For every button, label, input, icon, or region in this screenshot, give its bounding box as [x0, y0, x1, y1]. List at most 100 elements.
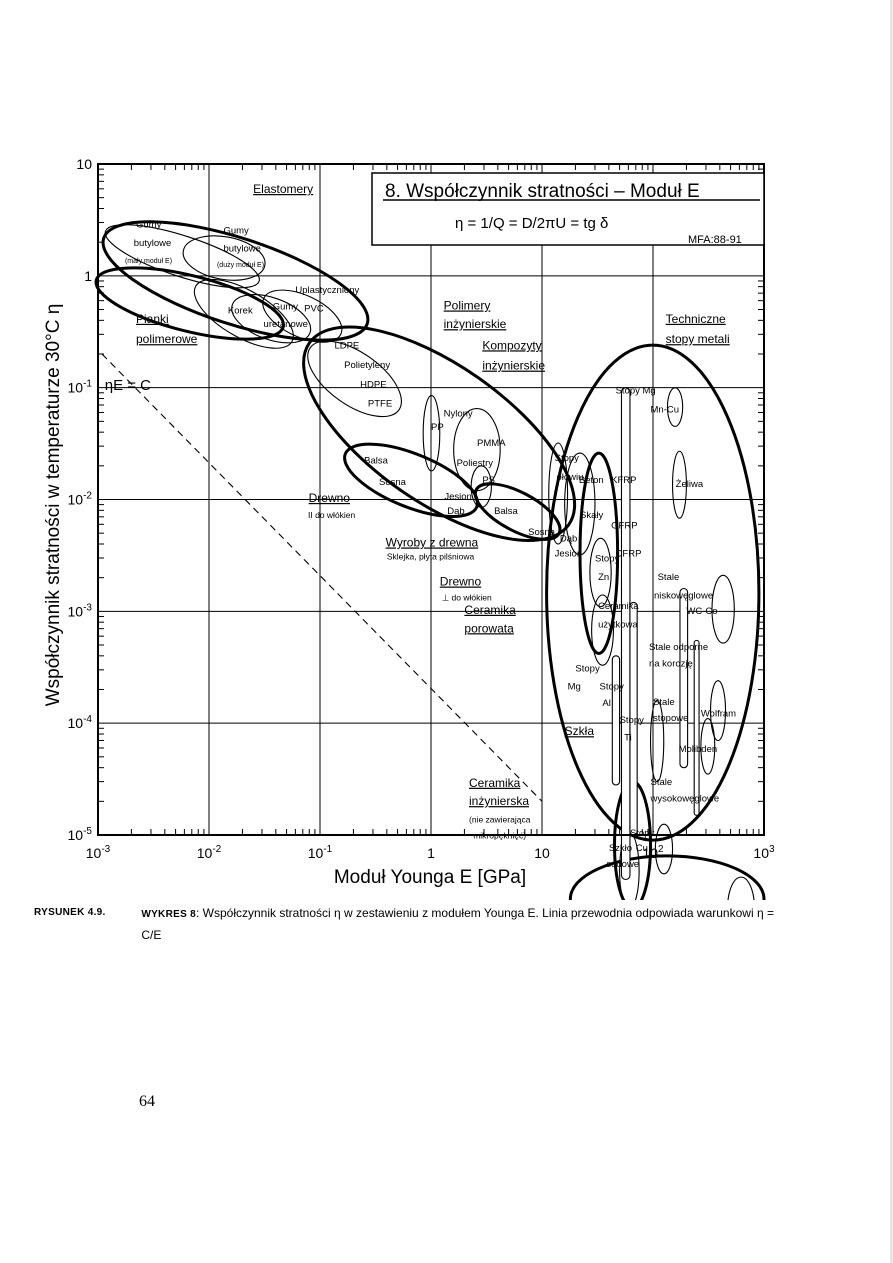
page-edge-shadow — [890, 0, 893, 1263]
x-tick-label: 10-3 — [86, 844, 111, 861]
region-gumy-uretanowe — [231, 294, 312, 344]
region-gumy-duze-E — [182, 235, 266, 281]
figure-caption: RYSUNEK 4.9. WYKRES 8: Współczynnik stra… — [34, 903, 834, 945]
material-label: PS — [482, 475, 495, 486]
material-label: Stopy — [620, 715, 645, 726]
material-label: Balsa — [494, 506, 518, 517]
material-label: PTFE — [368, 398, 392, 409]
plot-frame — [97, 163, 765, 836]
material-label: Gumy — [136, 220, 162, 231]
material-label: sodowe — [606, 859, 639, 870]
material-label: Wolfram — [701, 708, 736, 719]
label-layer: ElastomeryPiankipolimerowePolimeryinżyni… — [125, 182, 738, 900]
material-label: Ceramika — [598, 601, 639, 612]
x-axis-label: Moduł Younga E [GPa] — [334, 867, 526, 888]
region-stopy-olowiu — [548, 442, 569, 545]
family-label: inżynierskie — [444, 317, 507, 331]
material-label: Szkło — [609, 843, 632, 854]
y-tick-label: 10-2 — [68, 491, 93, 508]
bar-stale-wysokoweglowe — [693, 639, 700, 816]
material-label: Beton — [579, 475, 604, 486]
material-label: HDPE — [360, 380, 386, 391]
y-axis-label: Współczynnik stratności w temperaturze 3… — [43, 304, 64, 707]
material-label: PVC — [304, 303, 324, 314]
material-label: Dąb — [447, 506, 464, 517]
material-label: wysokowęglowe — [650, 793, 720, 804]
chart-title: 8. Współczynnik stratności – Moduł E — [385, 181, 700, 202]
material-label: PP — [431, 422, 444, 433]
material-label: Żeliwa — [676, 479, 704, 490]
region-pvc — [262, 289, 343, 343]
material-label: uretanowe — [264, 319, 308, 330]
material-label: SiC — [722, 898, 737, 900]
page-number: 64 — [139, 1093, 155, 1110]
material-label: ołowiu — [556, 472, 583, 483]
material-label: na korozję — [649, 659, 693, 670]
family-label: Elastomery — [253, 182, 313, 196]
x-tick-label: 103 — [753, 844, 775, 861]
material-label: Dąb — [560, 534, 577, 545]
family-label: Ceramika — [464, 603, 516, 617]
family-label: Kompozyty — [482, 338, 541, 352]
family-label: Polimery — [444, 298, 491, 312]
material-label: Al — [602, 698, 610, 709]
bar-stopy-mg — [620, 387, 631, 881]
material-label: butylowe — [223, 244, 261, 255]
region-layer — [94, 220, 766, 900]
material-label: Cu — [636, 843, 648, 854]
bar-stale-stopowe — [679, 587, 689, 769]
region-sic — [727, 876, 755, 900]
material-label: Sosna — [528, 527, 556, 538]
material-label: Nylony — [444, 409, 473, 420]
family-label: inżynierska — [469, 794, 529, 808]
material-label: LDPE — [334, 340, 359, 351]
region-pp — [422, 395, 441, 472]
sub-label: ⊥ do włókien — [442, 592, 492, 602]
material-label: Stale odporne — [649, 642, 708, 653]
material-label: Mn-Cu — [651, 404, 680, 415]
region-mn-cu — [666, 387, 684, 427]
region-stopy-metali — [545, 343, 761, 842]
chart-formula: η = 1/Q = D/2πU = tg δ — [455, 215, 608, 232]
y-tick-label: 10-4 — [68, 714, 93, 731]
region-ceramika-inzynierska — [568, 854, 766, 900]
y-tick-label: 1 — [84, 268, 92, 284]
material-label: butylowe — [134, 238, 172, 249]
material-label: Stale — [653, 697, 675, 708]
x-tick-label: 10 — [534, 845, 550, 861]
region-polimery — [302, 325, 577, 542]
material-label: Stopy — [600, 682, 625, 693]
region-wc-co — [711, 574, 735, 644]
material-label: Halogenki — [592, 898, 634, 900]
material-label: stopowe — [653, 713, 688, 724]
material-label: KFRP — [611, 475, 636, 486]
y-tick-label: 10-3 — [68, 602, 93, 619]
material-label: Stopy — [595, 553, 620, 564]
region-ceramika-uzytkowa — [591, 594, 614, 666]
region-kfrp — [578, 451, 620, 655]
family-label: Pianki — [136, 312, 169, 326]
guide-line — [101, 353, 543, 802]
family-label: stopy metali — [666, 332, 730, 346]
material-label: Korek — [228, 306, 253, 317]
material-label: WC-Co — [686, 606, 717, 617]
material-label: Uplastyczniony — [295, 285, 359, 296]
region-stopy-zn — [589, 537, 612, 608]
sub-label: (nie zawierająca — [469, 814, 531, 824]
material-label: Stopy — [575, 663, 600, 674]
caption-key: WYKRES 8 — [141, 909, 196, 920]
material-label: Sosna — [379, 477, 407, 488]
region-drewno-rownolegle — [343, 442, 480, 519]
region-pianki — [94, 266, 285, 341]
material-label: Mg — [568, 682, 581, 693]
material-label: (mały moduł E) — [125, 258, 172, 265]
region-zeliwa — [671, 450, 687, 519]
sub-label: Sklejka, płyta pilśniowa — [387, 552, 475, 562]
material-label: Stale — [651, 777, 673, 788]
region-elastomery — [101, 220, 370, 342]
material-label: Skały — [580, 510, 603, 521]
region-korek — [193, 278, 294, 349]
y-tick-label: 10-5 — [68, 826, 93, 843]
chart-code: MFA:88-91 — [688, 234, 742, 246]
